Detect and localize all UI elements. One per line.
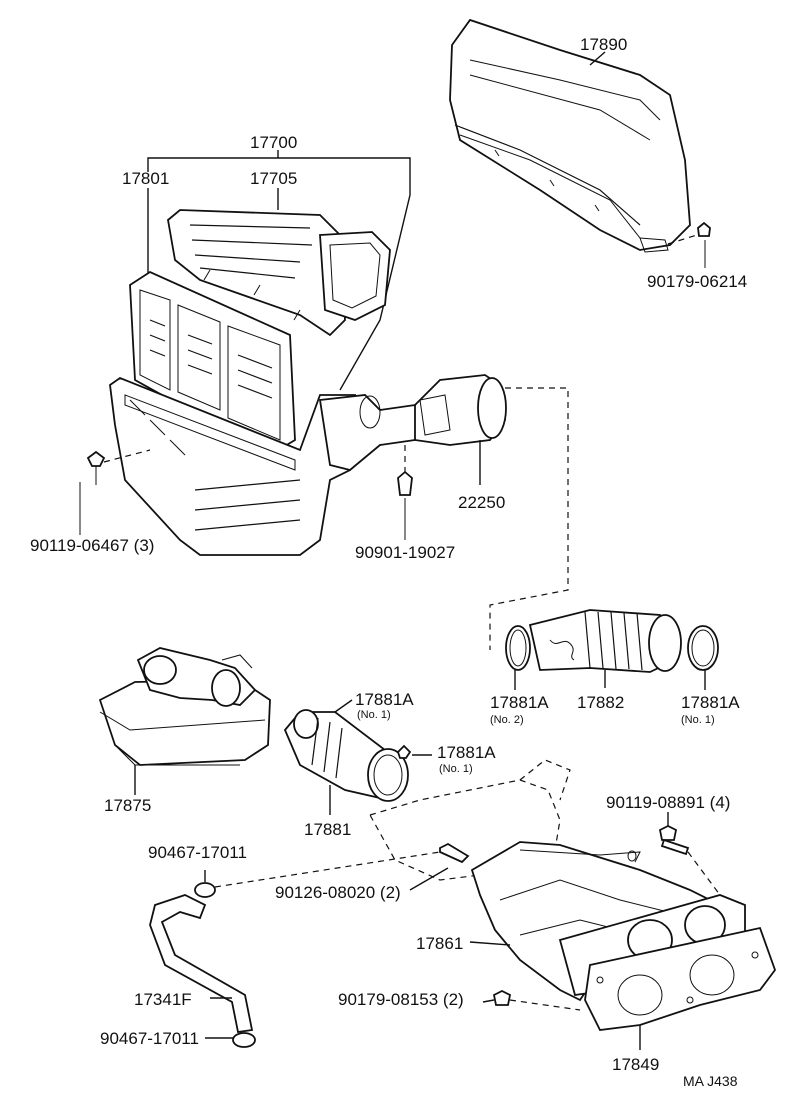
bracket-17700 [147, 150, 411, 391]
leader-17890 [589, 51, 606, 66]
label-17881A-no2: 17881A [490, 693, 549, 712]
element-17801 [129, 270, 296, 457]
stud-90126-08020 [409, 842, 470, 891]
resonator-17875 [98, 647, 271, 795]
label-90901-19027: 90901-19027 [355, 543, 455, 562]
clip-90467-17011-top [194, 851, 441, 898]
label-no1-right: (No. 1) [681, 714, 715, 726]
label-no1-upper: (No. 1) [357, 709, 391, 721]
dash-meter-hose [489, 387, 569, 650]
screw-90119-06467 [79, 449, 151, 535]
leader-90179-08153 [482, 999, 495, 1003]
label-90179-08153: 90179-08153 (2) [338, 990, 464, 1009]
label-17890: 17890 [580, 35, 627, 54]
gasket-17849 [584, 926, 777, 1050]
clamp-17881A-no2 [505, 625, 531, 690]
label-17700: 17700 [250, 133, 297, 152]
case-cap-17705 [167, 209, 391, 337]
bolt-90119-08891 [658, 812, 721, 896]
label-17882: 17882 [577, 693, 624, 712]
nut-90179-06214 [667, 221, 711, 268]
label-17801: 17801 [122, 169, 169, 188]
hose-17882 [528, 609, 682, 688]
label-17881A-no1-right: 17881A [681, 693, 740, 712]
label-17881A-upper: 17881A [355, 690, 414, 709]
label-90126-08020: 90126-08020 (2) [275, 883, 401, 902]
hose-17881 [283, 699, 409, 815]
case-lower [109, 376, 356, 556]
airflow-meter-22250 [318, 374, 507, 485]
hose-17341F [149, 894, 254, 1034]
clip-17881A-lower [396, 744, 432, 759]
label-17341F: 17341F [134, 990, 192, 1009]
label-90119-06467: 90119-06467 (3) [30, 536, 154, 555]
label-90119-08891: 90119-08891 (4) [606, 793, 730, 812]
label-90179-06214: 90179-06214 [647, 272, 747, 291]
label-90467-17011-bottom: 90467-17011 [100, 1029, 199, 1048]
clip-90467-17011-bottom [205, 1032, 256, 1048]
label-17881: 17881 [304, 820, 351, 839]
label-no1-lower: (No. 1) [439, 763, 473, 775]
bolt-90901-19027 [397, 445, 413, 540]
label-17705: 17705 [250, 169, 297, 188]
label-no2: (No. 2) [490, 714, 524, 726]
label-17881A-lower: 17881A [437, 743, 496, 762]
label-17875: 17875 [104, 796, 151, 815]
label-17849: 17849 [612, 1055, 659, 1074]
label-code: MA J438 [683, 1073, 738, 1089]
clamp-17881A-no1-right [687, 625, 719, 690]
cover-17890 [449, 18, 691, 253]
label-90467-17011-top: 90467-17011 [148, 843, 247, 862]
nut-90179-08153 [492, 989, 581, 1011]
label-22250: 22250 [458, 493, 505, 512]
label-17861: 17861 [416, 934, 463, 953]
